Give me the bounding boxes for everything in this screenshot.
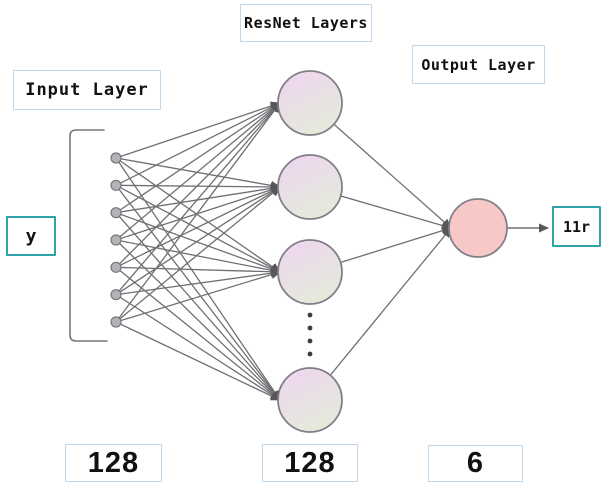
- output-variable-box: 11r: [552, 206, 601, 247]
- input-variable-box: y: [6, 216, 56, 256]
- input-size-box: 128: [65, 444, 162, 482]
- hidden-size-box: 128: [262, 444, 358, 482]
- input-layer-label: Input Layer: [13, 70, 161, 110]
- output-size-box: 6: [428, 445, 523, 482]
- output-layer-label: Output Layer: [412, 45, 545, 84]
- resnet-layers-label: ResNet Layers: [240, 4, 372, 42]
